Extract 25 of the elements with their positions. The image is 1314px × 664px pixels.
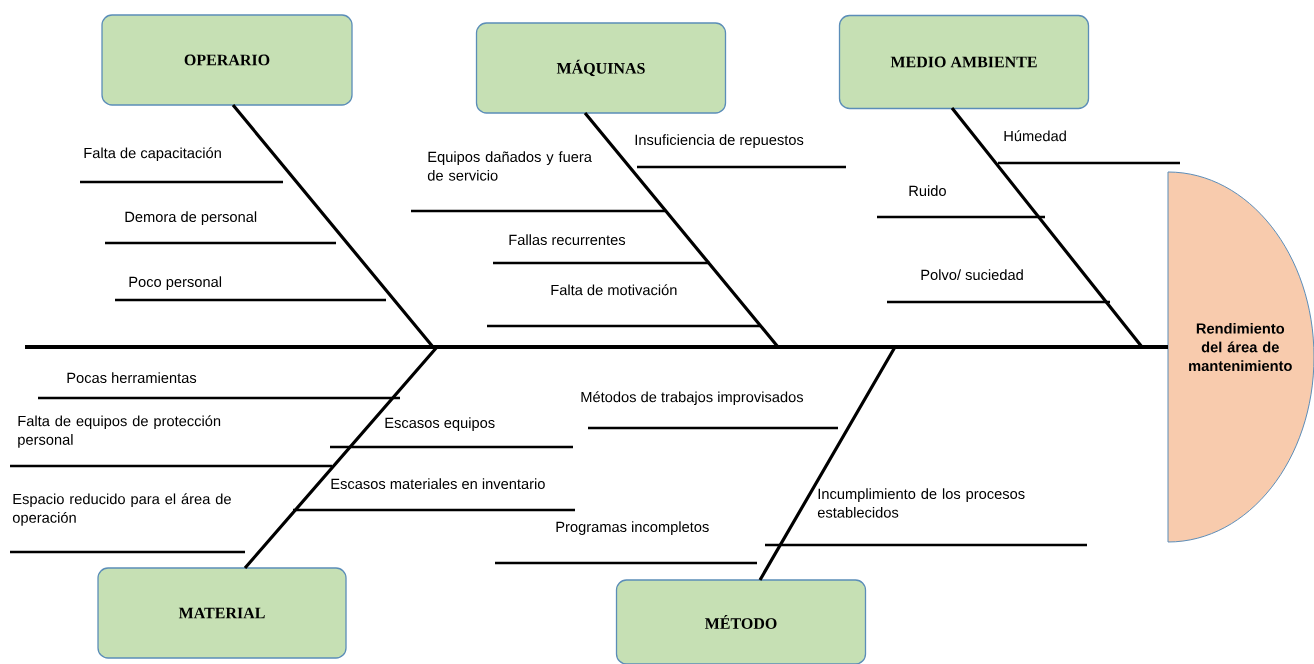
cause-label: Escasos equipos: [385, 417, 495, 431]
cause-label: Insuficiencia de repuestos: [635, 134, 804, 148]
cause-label: Falta de equipos de protección personal: [18, 415, 221, 448]
category-box: MÁQUINAS: [475, 22, 727, 114]
cause-label: Espacio reducido para el área de operación: [12, 493, 231, 526]
cause-label: Métodos de trabajos improvisados: [581, 391, 804, 406]
category-box: OPERARIO: [101, 14, 353, 106]
bone-line: [758, 345, 1168, 581]
cause-label: Incumplimiento de los procesos establecidos: [817, 488, 1025, 518]
cause-label: Programas incompletos: [556, 521, 709, 535]
cause-label: Falta de capacitación: [84, 147, 221, 162]
cause-label: Húmedad: [1004, 130, 1066, 142]
cause-label: Equipos dañados y fuera de servicio: [427, 151, 592, 181]
cause-label: Pocas herramientas: [67, 372, 197, 384]
cause-label: Falta de motivación: [551, 284, 677, 296]
category-box: MÉTODO: [615, 579, 867, 664]
cause-label: Fallas recurrentes: [509, 234, 626, 246]
cause-label: Poco personal: [129, 276, 222, 290]
cause-label: Polvo/ suciedad: [921, 269, 1023, 281]
category-box: MATERIAL: [97, 567, 347, 659]
cause-label: Escasos materiales en inventario: [331, 478, 545, 490]
category-box: MEDIO AMBIENTE: [838, 14, 1090, 110]
cause-label: Ruido: [909, 185, 946, 197]
effect-head: Rendimiento del área de mantenimiento: [1167, 171, 1314, 543]
cause-label: Demora de personal: [125, 211, 257, 225]
